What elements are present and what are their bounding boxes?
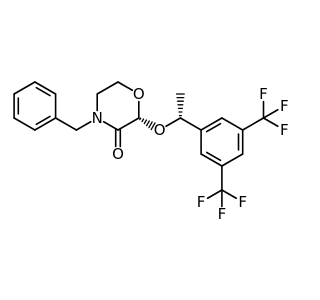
- ring-to-ether-stereo-bond-hash: [145, 120, 150, 127]
- carbonyl-oxygen-label: O: [112, 145, 124, 163]
- upper-cf3-fluorine-bond: [262, 117, 279, 128]
- upper-cf3-attachment-bond: [241, 117, 265, 131]
- canvas-background: [0, 0, 300, 300]
- lower-cf3-fluorine-label: F: [197, 193, 206, 211]
- benzyl-phenyl-ring-bond: [13, 117, 36, 131]
- ring-to-ether-stereo-bond-hash: [143, 119, 148, 125]
- bond-lines: [13, 81, 279, 208]
- lower-cf3-fluorine-label: F: [238, 193, 247, 211]
- ether-to-methine-bond: [165, 117, 182, 128]
- ether-oxygen-label: O: [154, 121, 166, 139]
- aryl-ring-bond: [200, 153, 223, 167]
- upper-cf3-fluorine-label: F: [280, 121, 289, 139]
- benzyl-phenyl-ring-bond: [13, 81, 36, 95]
- ring-to-ether-stereo-bond-hash: [150, 122, 156, 131]
- ring-to-ether-stereo-bond-hash: [148, 121, 153, 129]
- upper-cf3-fluorine-label: F: [259, 85, 268, 103]
- lower-cf3-fluorine-bond: [206, 189, 223, 200]
- benzyl-phenyl-ring-aromatic-inner-line: [35, 115, 51, 126]
- upper-cf3-fluorine-bond: [262, 108, 279, 119]
- ch2-to-phenyl-bond: [54, 117, 78, 131]
- lactam-nitrogen-label: N: [92, 109, 103, 127]
- benzyl-phenyl-ring-bond: [34, 117, 57, 131]
- benzyl-phenyl-ring-bond: [34, 81, 57, 95]
- morpholinone-ring-bond: [117, 117, 140, 131]
- ring-oxygen-label: O: [133, 85, 145, 103]
- nitrogen-to-benzyl-ch2-bond: [75, 120, 92, 131]
- morpholinone-ring-bond: [117, 81, 134, 92]
- molecule-structure-diagram: N O O O F F F F F F: [0, 0, 300, 300]
- aryl-ring-bond: [221, 153, 244, 167]
- lower-cf3-fluorine-label: F: [218, 205, 227, 223]
- aryl-ring-bond: [200, 117, 223, 131]
- morpholinone-ring-bond: [102, 120, 119, 131]
- morpholinone-ring-bond: [96, 81, 119, 95]
- lower-cf3-fluorine-bond: [221, 189, 237, 200]
- benzyl-phenyl-ring-aromatic-inner-line: [35, 86, 51, 97]
- aryl-ring-aromatic-inner-line: [205, 151, 222, 162]
- methine-to-aryl-bond: [179, 117, 202, 131]
- ring-to-ether-stereo-bond-hash: [139, 117, 142, 121]
- aryl-ring-aromatic-inner-line: [205, 122, 222, 133]
- aryl-ring-bond: [221, 117, 244, 131]
- upper-cf3-fluorine-label: F: [280, 97, 289, 115]
- ring-to-ether-stereo-bond-hash: [141, 118, 145, 123]
- atom-labels: N O O O F F F F F F: [92, 85, 289, 223]
